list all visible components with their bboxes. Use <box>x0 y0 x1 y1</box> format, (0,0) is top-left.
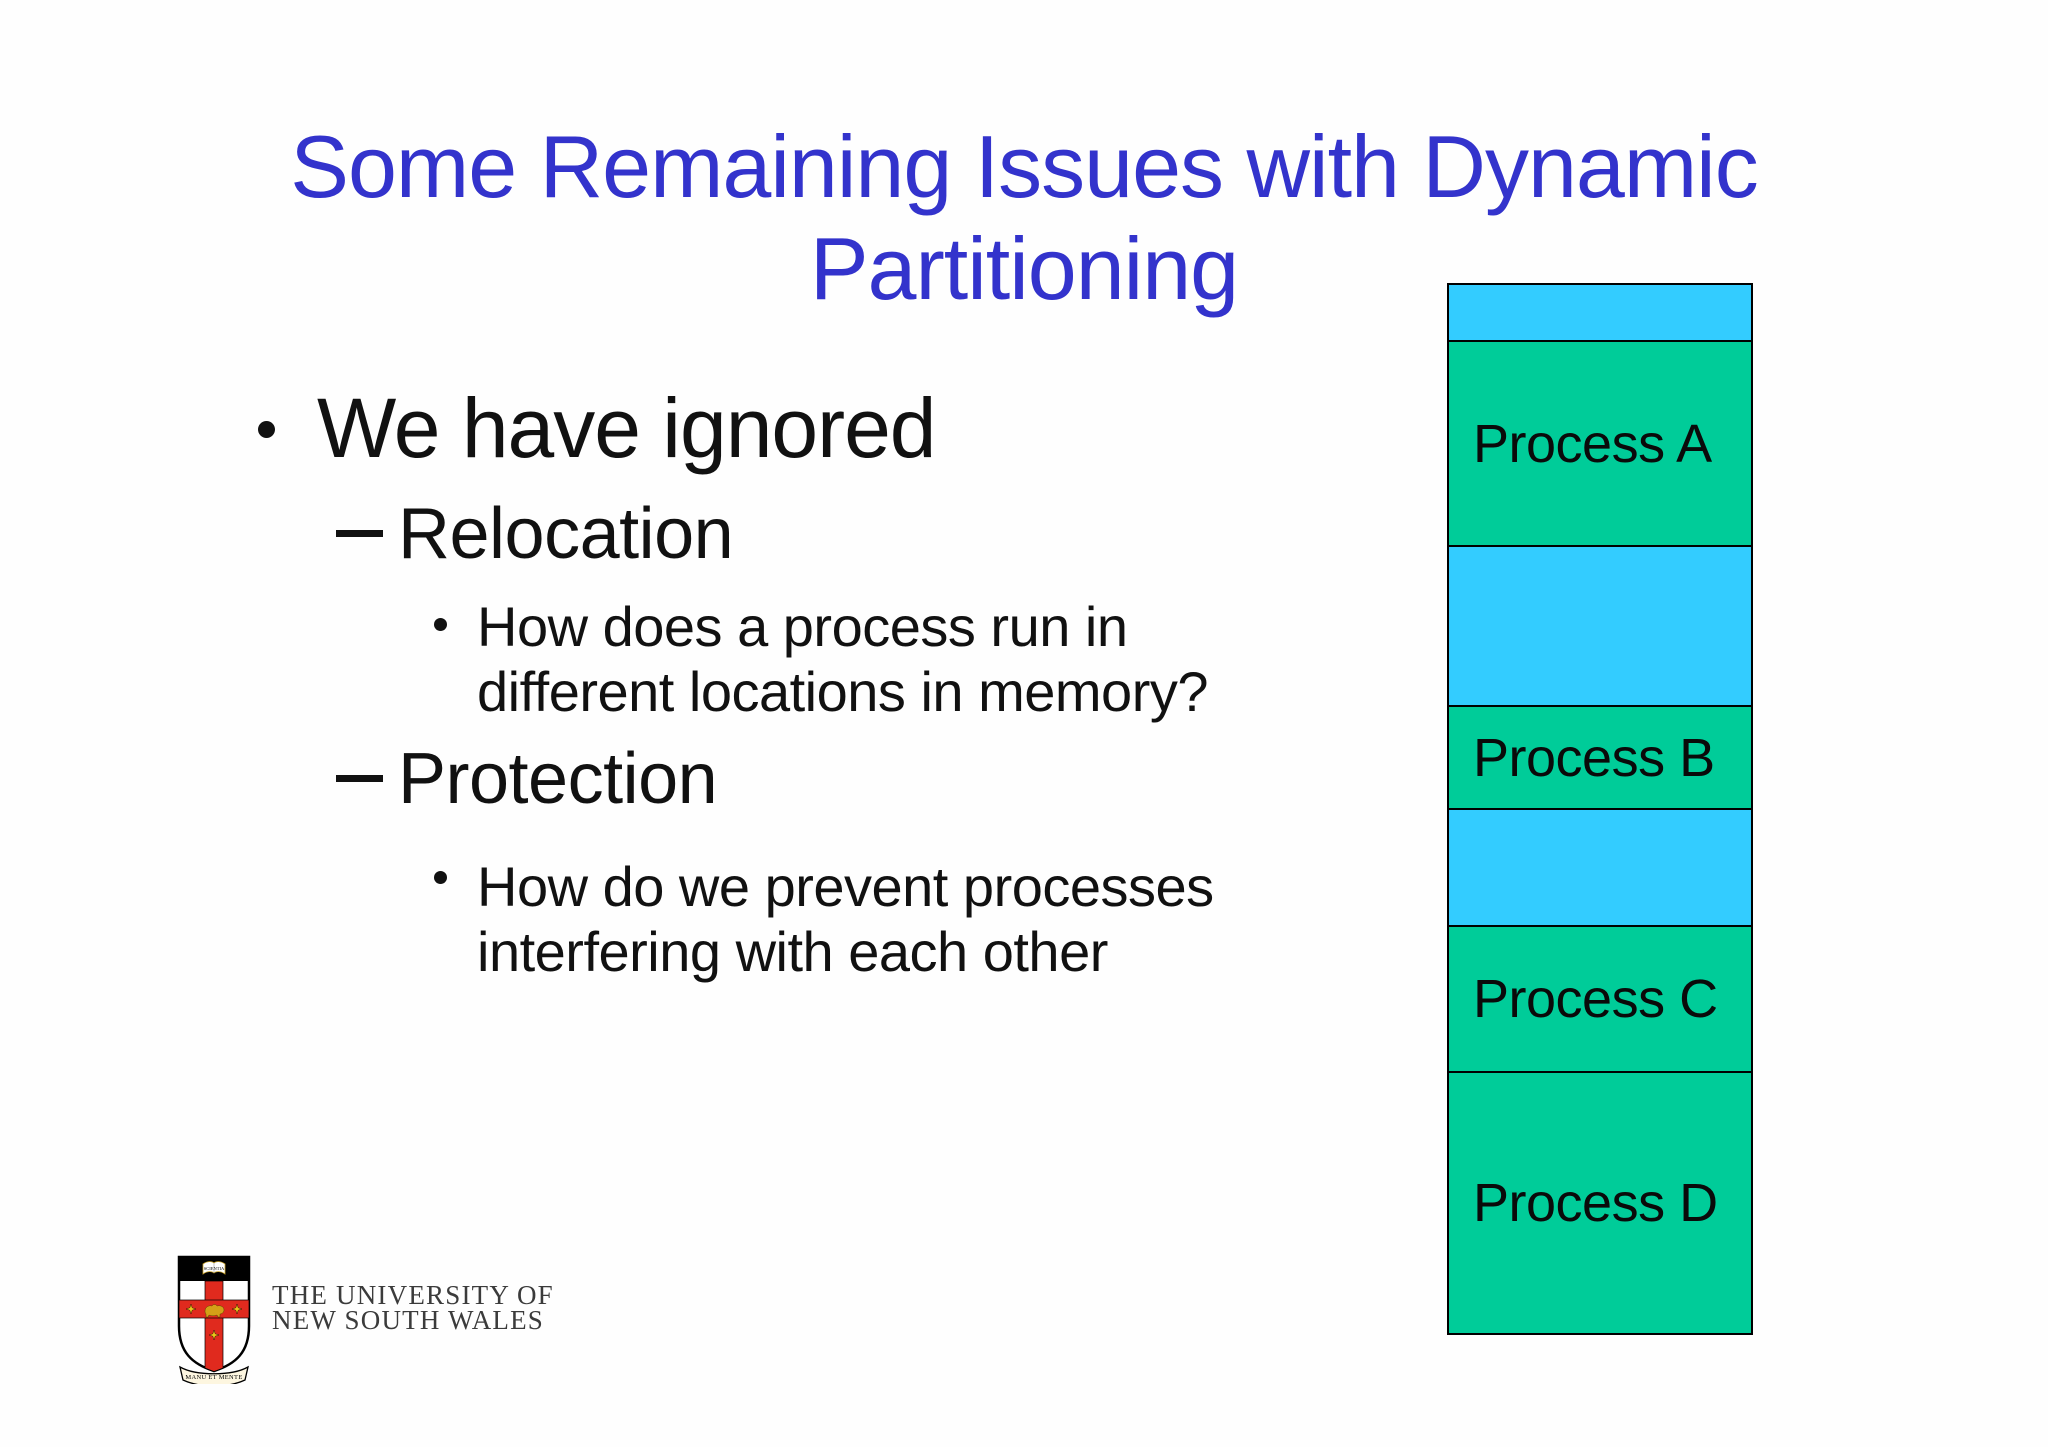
memory-segment-process-c: Process C <box>1449 927 1751 1073</box>
dash-bullet-icon <box>336 530 383 537</box>
title-line-1: Some Remaining Issues with Dynamic <box>290 117 1758 216</box>
memory-segment-free <box>1449 810 1751 927</box>
unsw-wordmark-line2: NEW SOUTH WALES <box>272 1305 544 1335</box>
memory-segment-label: Process B <box>1473 727 1715 788</box>
memory-segment-label: Process D <box>1473 1173 1718 1233</box>
protection-detail-line-2: interfering with each other <box>477 920 1108 983</box>
memory-segment-label: Process A <box>1473 413 1712 474</box>
crest-book-text: SCIENTIA <box>204 1266 225 1271</box>
memory-segment-free <box>1449 547 1751 707</box>
memory-segment-label: Process C <box>1473 969 1718 1029</box>
memory-segment-free <box>1449 285 1751 342</box>
unsw-wordmark-line1: THE UNIVERSITY OF <box>272 1280 554 1310</box>
dash-bullet-icon <box>336 775 383 782</box>
bullet-icon <box>434 871 447 884</box>
memory-segment-process-b: Process B <box>1449 707 1751 810</box>
slide-title: Some Remaining Issues with Dynamic Parti… <box>0 116 2048 320</box>
protection-detail: How do we prevent processes interfering … <box>477 854 1214 984</box>
memory-segment-process-d: Process D <box>1449 1073 1751 1333</box>
memory-segment-process-a: Process A <box>1449 342 1751 547</box>
relocation-detail-line-1: How does a process run in <box>477 595 1128 658</box>
memory-diagram: Process A Process B Process C Process D <box>1447 283 1753 1335</box>
protection-detail-line-1: How do we prevent processes <box>477 855 1214 918</box>
sub-item-relocation: Relocation <box>398 494 734 574</box>
relocation-detail-line-2: different locations in memory? <box>477 660 1209 723</box>
crest-motto-text: MANU ET MENTE <box>185 1374 242 1381</box>
title-line-2: Partitioning <box>809 219 1239 318</box>
bullet-main-text: We have ignored <box>317 381 937 475</box>
sub-item-protection: Protection <box>398 739 718 819</box>
relocation-detail: How does a process run in different loca… <box>477 594 1209 724</box>
unsw-wordmark: THE UNIVERSITY OF NEW SOUTH WALES <box>272 1280 554 1335</box>
bullet-icon <box>258 421 275 438</box>
unsw-crest-icon: SCIENTIA MANU ET MENTE <box>177 1255 251 1384</box>
bullet-icon <box>434 618 447 631</box>
